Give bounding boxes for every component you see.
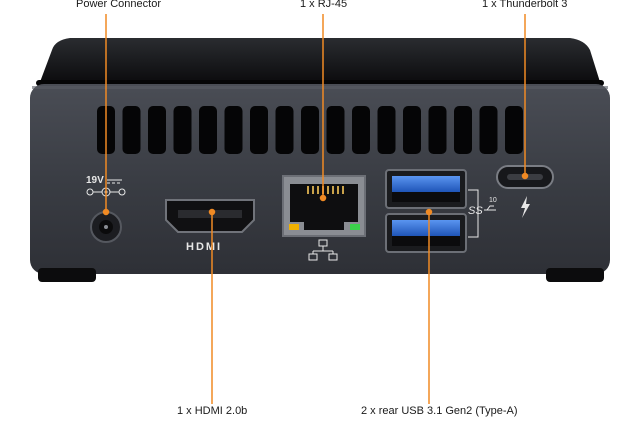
foot-right — [546, 268, 604, 282]
vent-slot — [377, 106, 396, 154]
vent-slot — [479, 106, 498, 154]
thunderbolt-icon — [521, 196, 530, 218]
vent-slot — [428, 106, 447, 154]
dc-power-jack — [90, 211, 122, 243]
usb-port-bottom — [385, 213, 467, 253]
top-cover — [40, 38, 600, 82]
vent-slot — [250, 106, 268, 154]
usb-port-top — [385, 169, 467, 209]
usb-bracket — [468, 189, 479, 238]
callout-leader-lines — [102, 14, 529, 404]
vent-grille — [97, 106, 523, 154]
hdmi-logo: HDMI — [186, 241, 222, 253]
callout-usb: 2 x rear USB 3.1 Gen2 (Type-A) — [361, 405, 518, 417]
chassis-highlight — [32, 86, 608, 89]
network-icon — [308, 239, 338, 261]
vent-slot — [199, 106, 217, 154]
hdmi-port — [165, 199, 255, 233]
vent-slot — [173, 106, 192, 154]
usb-speed-mark: 10 — [489, 197, 497, 204]
vent-slot — [301, 106, 319, 154]
callout-power-connector: Power Connector — [76, 0, 161, 10]
foot-left — [38, 268, 96, 282]
vent-slot — [122, 106, 141, 154]
usb-superspeed-icon — [484, 205, 496, 211]
vent-slot — [505, 106, 523, 154]
vent-slot — [403, 106, 421, 154]
vent-slot — [148, 106, 166, 154]
usb-superspeed-logo: SS — [468, 205, 483, 217]
vent-slot — [454, 106, 472, 154]
vent-slot — [224, 106, 243, 154]
callout-thunderbolt: 1 x Thunderbolt 3 — [482, 0, 568, 10]
vent-slot — [326, 106, 345, 154]
callout-rj45: 1 x RJ-45 — [300, 0, 348, 10]
rj45-port — [282, 175, 366, 237]
callout-hdmi: 1 x HDMI 2.0b — [177, 405, 248, 417]
voltage-label: 19V — [86, 175, 104, 186]
vent-slot — [275, 106, 294, 154]
vent-slot — [352, 106, 370, 154]
